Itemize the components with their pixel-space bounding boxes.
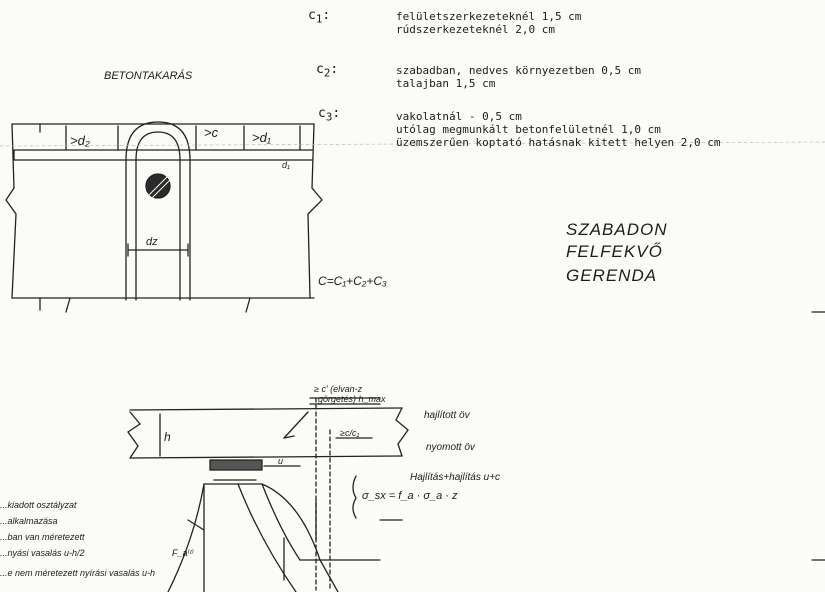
c1-line-1: felületszerkezeteknél 1,5 cm	[396, 10, 582, 23]
c1-symbol: c1:	[308, 8, 331, 26]
left-note-2: ...alkalmazása	[0, 516, 58, 526]
label-bar-d: d₁	[282, 160, 290, 170]
label-fa: F_a⁽ᵗ⁾	[172, 548, 194, 558]
label-h: h	[164, 430, 171, 444]
label-d1: >d₁	[252, 130, 271, 145]
label-top-a: ≥ c' (elvan-z	[314, 384, 363, 394]
c2-symbol: c2:	[316, 62, 339, 80]
label-u: u	[278, 456, 284, 466]
beam-heading-line-3: GERENDA	[566, 266, 658, 285]
label-d2: >d₂	[70, 133, 90, 148]
support-sketch	[127, 397, 409, 592]
beam-heading-line-1: SZABADON	[566, 220, 668, 239]
c3-line-2: utólag megmunkált betonfelületnél 1,0 cm	[396, 123, 661, 136]
label-hajlitott: hajlított öv	[424, 410, 470, 421]
c2-line-1: szabadban, nedves környezetben 0,5 cm	[396, 64, 642, 77]
label-c: >c	[204, 125, 219, 140]
left-note-1: ...kiadott osztályzat	[0, 500, 77, 510]
label-cc: ≥c/c₁	[340, 428, 360, 438]
left-note-3: ...ban van méretezett	[0, 532, 85, 542]
stress-formula: σ_sx = f_a · σ_a · z	[362, 490, 458, 502]
label-tamasz: Hajlítás+hajlítás u+c	[410, 472, 501, 483]
c1-line-2: rúdszerkezeteknél 2,0 cm	[396, 23, 555, 36]
cover-formula: C=C₁+C₂+C₃	[318, 274, 387, 288]
beam-heading-line-2: FELFEKVŐ	[566, 242, 663, 261]
c2-line-2: talajban 1,5 cm	[396, 77, 496, 90]
section-title: BETONTAKARÁS	[104, 70, 193, 82]
c3-line-1: vakolatnál - 0,5 cm	[396, 110, 522, 123]
section-sketch	[5, 121, 323, 313]
left-note-4: ...nyási vasalás u-h/2	[0, 548, 85, 558]
label-nyomott: nyomott öv	[426, 442, 475, 453]
left-note-5: ...e nem méretezett nyírási vasalás u-h	[0, 568, 156, 578]
c3-line-3: üzemszerűen koptató hatásnak kitett hely…	[396, 136, 721, 149]
c3-symbol: c3:	[318, 106, 341, 124]
label-top-b: görgetés) h_max	[318, 394, 386, 404]
label-dz: dz	[146, 236, 158, 248]
